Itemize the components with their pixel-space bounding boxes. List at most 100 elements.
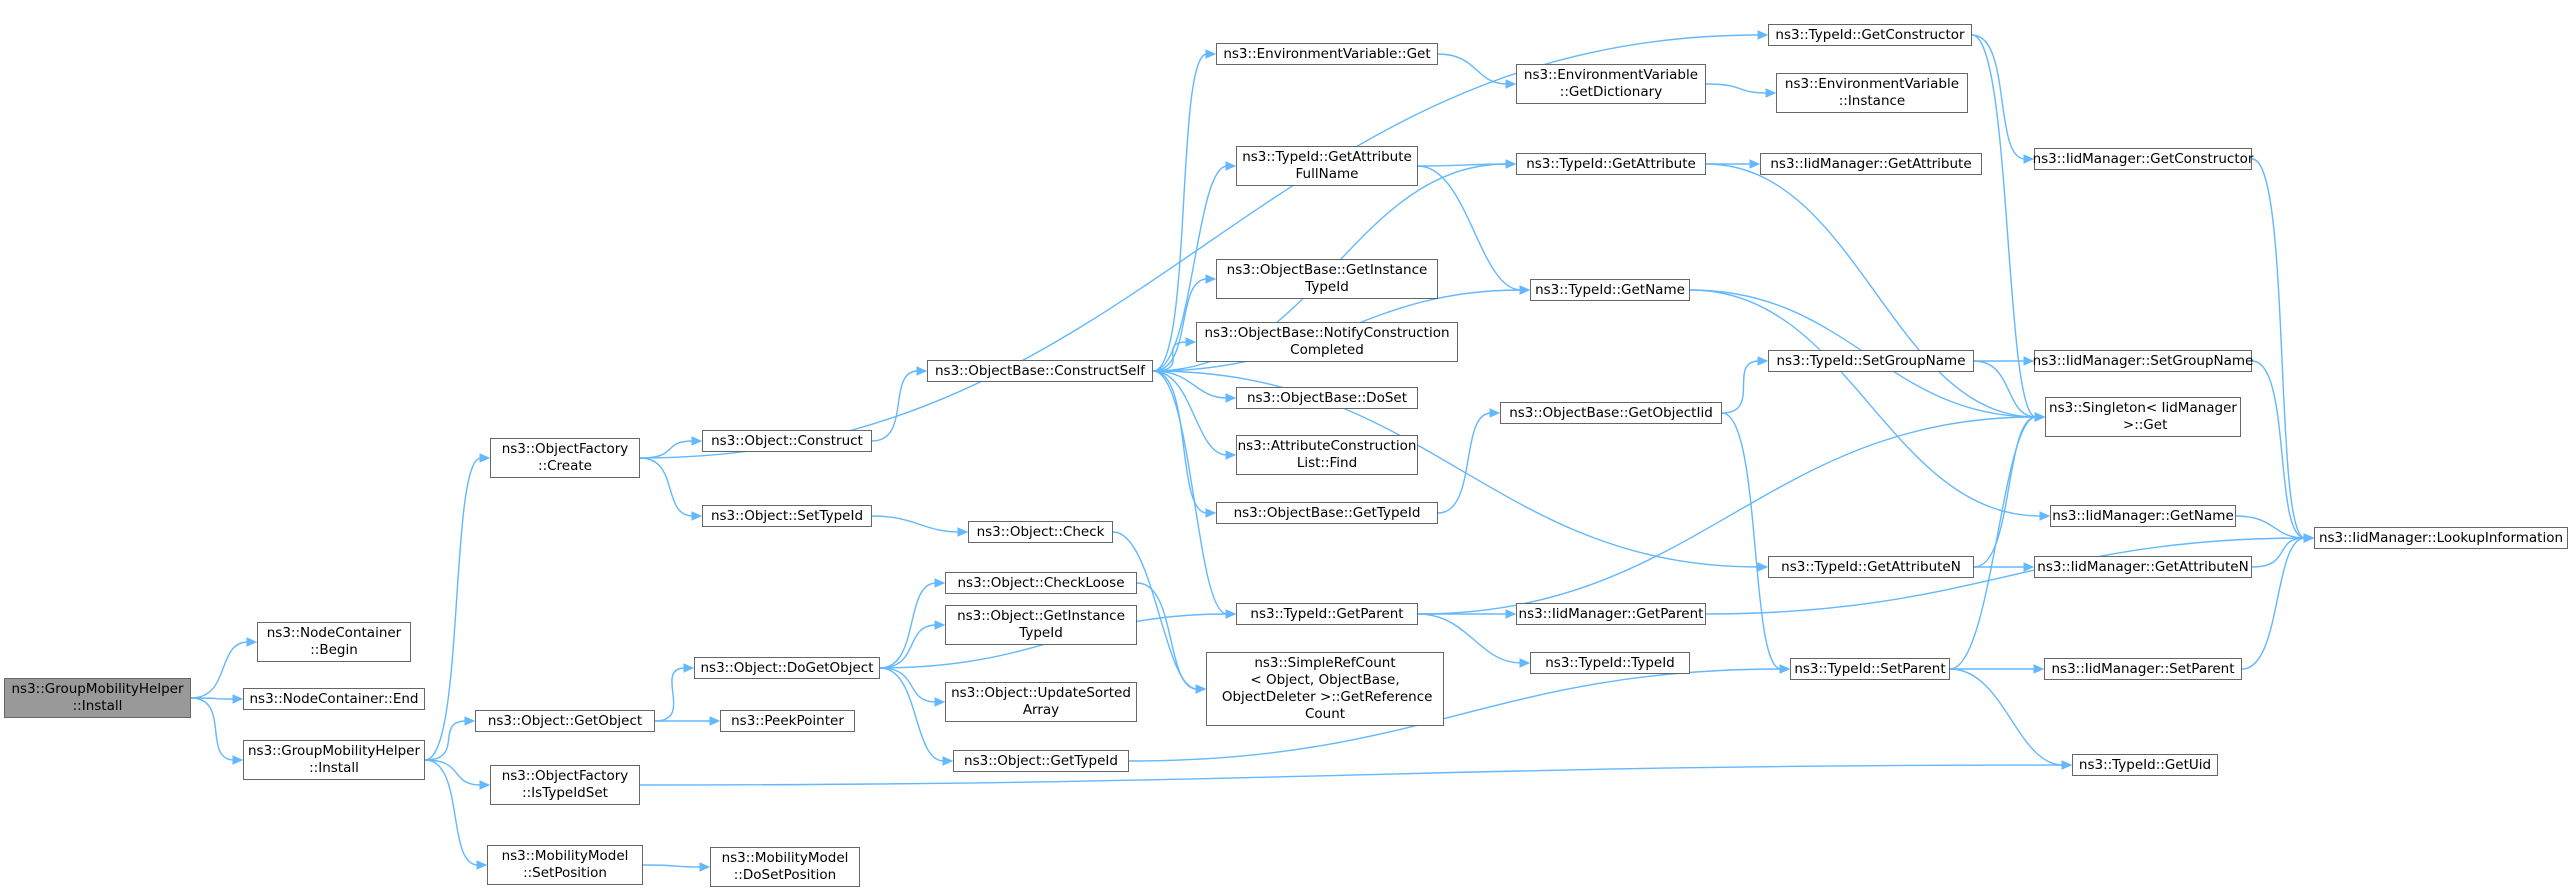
edge-arrowhead [2303, 533, 2315, 543]
node-iid-getattribute[interactable]: ns3::IidManager::GetAttribute [1760, 153, 1982, 175]
edge-tid-getconstructor-to-singleton-get [1971, 34, 2037, 418]
edge-tid-setparent-to-singleton-get [1949, 416, 2037, 670]
node-tid-setparent[interactable]: ns3::TypeId::SetParent [1790, 658, 1950, 680]
node-env-getdictionary[interactable]: ns3::EnvironmentVariable ::GetDictionary [1516, 64, 1706, 104]
edge-obj-gettypeid-to-tid-setparent [1128, 668, 1782, 762]
node-obj-gettypeid[interactable]: ns3::Object::GetTypeId [953, 750, 1129, 772]
edge-tid-getparent-to-tid-typeid [1417, 613, 1522, 664]
node-of-create[interactable]: ns3::ObjectFactory ::Create [490, 438, 640, 478]
node-obj-getinstancetypeid[interactable]: ns3::Object::GetInstance TypeId [945, 605, 1137, 645]
edge-arrowhead [476, 860, 488, 870]
node-obj-check[interactable]: ns3::Object::Check [968, 521, 1113, 543]
node-ob-getinstancetypeid[interactable]: ns3::ObjectBase::GetInstance TypeId [1216, 259, 1438, 299]
node-env-get[interactable]: ns3::EnvironmentVariable::Get [1216, 43, 1438, 65]
node-ob-constructself[interactable]: ns3::ObjectBase::ConstructSelf [927, 360, 1153, 382]
node-ob-doset[interactable]: ns3::ObjectBase::DoSet [1236, 387, 1418, 409]
edge-arrowhead [691, 436, 703, 446]
edge-ob-constructself-to-ob-getinstancetypeid [1152, 278, 1208, 372]
edge-arrowhead [1225, 161, 1237, 171]
edge-arrowhead [2023, 356, 2035, 366]
edge-ob-constructself-to-ob-notifyconstructioncompleted [1152, 341, 1188, 372]
edge-arrowhead [1779, 664, 1791, 674]
edge-of-create-to-obj-construct [639, 440, 694, 459]
edge-arrowhead [2034, 412, 2046, 422]
node-singleton-get[interactable]: ns3::Singleton< IidManager >::Get [2045, 397, 2241, 437]
edge-obj-dogetobject-to-obj-getinstancetypeid [879, 624, 937, 669]
node-tid-typeid[interactable]: ns3::TypeId::TypeId [1530, 652, 1690, 674]
edge-arrowhead [691, 511, 703, 521]
edge-env-get-to-env-getdictionary [1437, 53, 1508, 85]
edge-tid-getattributefullname-to-tid-getattribute [1417, 163, 1508, 167]
edge-iid-getconstructor-to-iid-lookupinformation [2251, 158, 2306, 539]
node-mm-dosetposition[interactable]: ns3::MobilityModel ::DoSetPosition [710, 847, 860, 887]
edge-obj-getobject-to-obj-dogetobject [654, 667, 686, 722]
edge-gmh-install-root-to-nc-end [190, 697, 235, 700]
node-peekpointer[interactable]: ns3::PeekPointer [720, 710, 855, 732]
node-nc-begin[interactable]: ns3::NodeContainer ::Begin [257, 622, 411, 662]
edge-arrowhead [232, 755, 244, 765]
node-ob-gettypeid[interactable]: ns3::ObjectBase::GetTypeId [1216, 502, 1438, 524]
edge-obj-checkloose-to-simplerefcount [1136, 582, 1198, 690]
node-tid-setgroupname[interactable]: ns3::TypeId::SetGroupName [1768, 350, 1974, 372]
node-nc-end[interactable]: ns3::NodeContainer::End [243, 688, 425, 710]
edge-arrowhead [934, 578, 946, 588]
edge-arrowhead [1749, 159, 1761, 169]
node-tid-getuid[interactable]: ns3::TypeId::GetUid [2072, 754, 2218, 776]
node-tid-getattributen[interactable]: ns3::TypeId::GetAttributeN [1768, 556, 1974, 578]
node-obj-updatesortedarray[interactable]: ns3::Object::UpdateSorted Array [945, 682, 1137, 722]
node-obj-dogetobject[interactable]: ns3::Object::DoGetObject [694, 657, 880, 679]
node-iid-getparent[interactable]: ns3::IidManager::GetParent [1516, 603, 1706, 625]
node-env-instance[interactable]: ns3::EnvironmentVariable ::Instance [1776, 73, 1968, 113]
node-gmh-install-root: ns3::GroupMobilityHelper ::Install [4, 678, 191, 718]
node-tid-getconstructor[interactable]: ns3::TypeId::GetConstructor [1768, 24, 1972, 46]
edge-tid-getattributen-to-singleton-get [1973, 416, 2037, 568]
node-ob-getobjectiid[interactable]: ns3::ObjectBase::GetObjectIid [1500, 402, 1722, 424]
edge-iid-setparent-to-iid-lookupinformation [2241, 537, 2306, 670]
edge-arrowhead [1757, 356, 1769, 366]
edge-arrowhead [2061, 760, 2073, 770]
edge-iid-setgroupname-to-iid-lookupinformation [2251, 360, 2306, 539]
node-mm-setposition[interactable]: ns3::MobilityModel ::SetPosition [487, 845, 643, 885]
edge-obj-construct-to-ob-constructself [871, 370, 919, 442]
node-tid-getattributefullname[interactable]: ns3::TypeId::GetAttribute FullName [1236, 146, 1418, 186]
node-iid-setgroupname[interactable]: ns3::IidManager::SetGroupName [2033, 350, 2253, 372]
edge-arrowhead [1225, 609, 1237, 619]
node-obj-construct[interactable]: ns3::Object::Construct [702, 430, 872, 452]
node-of-istypeidset[interactable]: ns3::ObjectFactory ::IsTypeIdSet [490, 765, 640, 805]
edge-obj-dogetobject-to-obj-gettypeid [879, 667, 945, 762]
node-obj-getobject[interactable]: ns3::Object::GetObject [475, 710, 655, 732]
node-tid-getname[interactable]: ns3::TypeId::GetName [1530, 279, 1690, 301]
node-simplerefcount[interactable]: ns3::SimpleRefCount < Object, ObjectBase… [1206, 652, 1444, 726]
edge-arrowhead [957, 527, 969, 537]
edge-arrowhead [916, 366, 928, 376]
edge-arrowhead [1519, 658, 1531, 668]
node-obj-checkloose[interactable]: ns3::Object::CheckLoose [945, 572, 1137, 594]
node-iid-getconstructor[interactable]: ns3::IidManager::GetConstructor [2033, 148, 2253, 170]
node-tid-getparent[interactable]: ns3::TypeId::GetParent [1236, 603, 1418, 625]
node-gmh-install[interactable]: ns3::GroupMobilityHelper ::Install [243, 740, 425, 780]
edge-gmh-install-to-of-istypeidset [424, 759, 482, 786]
edge-iid-getparent-to-iid-lookupinformation [1705, 537, 2306, 615]
node-obj-settypeid[interactable]: ns3::Object::SetTypeId [702, 505, 872, 527]
edge-ob-constructself-to-env-get [1152, 53, 1208, 372]
edge-gmh-install-root-to-gmh-install [190, 697, 235, 761]
edge-obj-dogetobject-to-obj-checkloose [879, 582, 937, 669]
edge-arrowhead [2023, 562, 2035, 572]
edge-mm-setposition-to-mm-dosetposition [642, 864, 702, 868]
edge-arrowhead [934, 620, 946, 630]
edge-arrowhead [2033, 664, 2045, 674]
node-iid-getname[interactable]: ns3::IidManager::GetName [2050, 505, 2236, 527]
edge-arrowhead [232, 694, 244, 704]
edge-arrowhead [1519, 285, 1531, 295]
node-ob-notifyconstructioncompleted[interactable]: ns3::ObjectBase::NotifyConstruction Comp… [1196, 322, 1458, 362]
node-tid-getattribute[interactable]: ns3::TypeId::GetAttribute [1516, 153, 1706, 175]
edge-arrowhead [1225, 450, 1237, 460]
node-iid-getattributen[interactable]: ns3::IidManager::GetAttributeN [2034, 556, 2252, 578]
node-iid-setparent[interactable]: ns3::IidManager::SetParent [2044, 658, 2242, 680]
edge-arrowhead [934, 697, 946, 707]
node-acl-find[interactable]: ns3::AttributeConstruction List::Find [1236, 435, 1418, 475]
node-iid-lookupinformation[interactable]: ns3::IidManager::LookupInformation [2314, 527, 2568, 549]
edge-ob-getobjectiid-to-tid-setgroupname [1721, 360, 1760, 414]
edge-arrowhead [1505, 79, 1517, 89]
